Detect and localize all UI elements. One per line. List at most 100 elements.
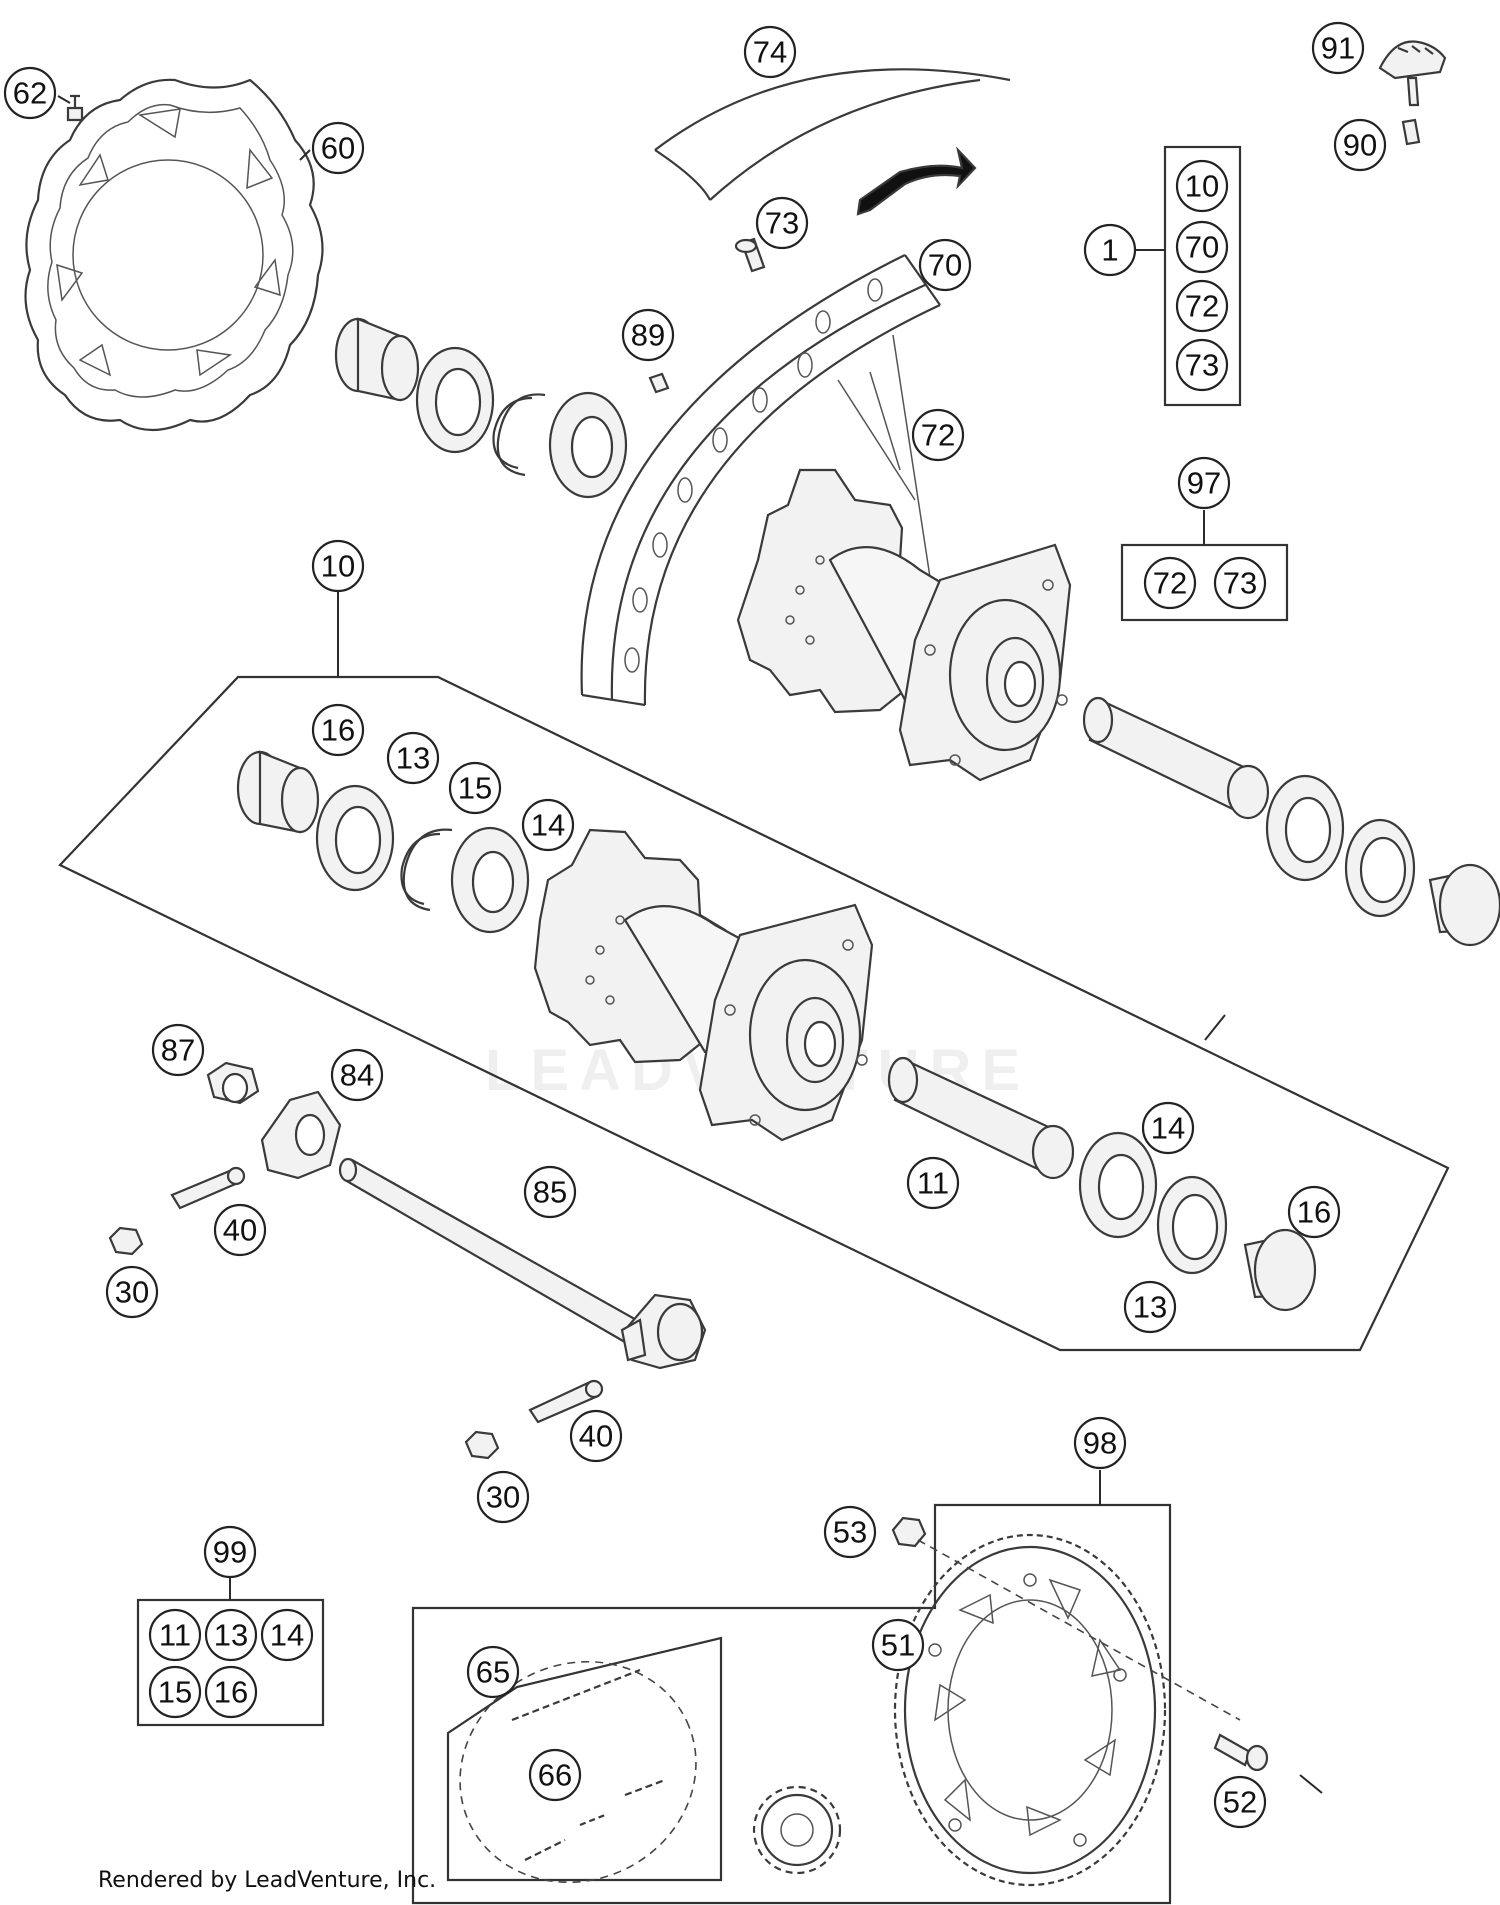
svg-text:14: 14 <box>531 808 565 843</box>
callout-72[interactable]: 72 <box>911 408 965 462</box>
callout-1-10[interactable]: 10 <box>1175 159 1229 213</box>
callout-14-lower[interactable]: 14 <box>1141 1101 1195 1155</box>
callout-40-lower[interactable]: 40 <box>569 1409 623 1463</box>
disc-screw <box>66 94 84 122</box>
svg-text:89: 89 <box>631 318 665 353</box>
callout-10[interactable]: 10 <box>311 539 365 593</box>
callout-14-upper[interactable]: 14 <box>521 798 575 852</box>
callout-90[interactable]: 90 <box>1333 118 1387 172</box>
adjuster-nut-upper <box>108 1226 144 1256</box>
svg-text:73: 73 <box>1185 348 1219 383</box>
callout-62[interactable]: 62 <box>3 66 57 120</box>
bearing-stack-lower-left <box>236 750 530 934</box>
callout-1-72[interactable]: 72 <box>1175 279 1229 333</box>
callout-73[interactable]: 73 <box>755 196 809 250</box>
svg-text:16: 16 <box>1297 1195 1331 1230</box>
callout-1-70[interactable]: 70 <box>1175 220 1229 274</box>
rotation-arrow-icon <box>856 146 977 216</box>
svg-text:87: 87 <box>161 1033 195 1068</box>
callout-98[interactable]: 98 <box>1073 1416 1127 1470</box>
svg-text:14: 14 <box>1151 1111 1185 1146</box>
callout-1[interactable]: 1 <box>1083 223 1137 277</box>
callout-16-lower[interactable]: 16 <box>1287 1185 1341 1239</box>
sprocket-kit-outline <box>411 1503 1172 1905</box>
svg-text:60: 60 <box>321 131 355 166</box>
svg-text:62: 62 <box>13 76 47 111</box>
callout-97-73[interactable]: 73 <box>1213 556 1267 610</box>
axle-nut-87 <box>206 1061 260 1105</box>
svg-text:70: 70 <box>1185 230 1219 265</box>
rim <box>580 254 941 707</box>
callout-74[interactable]: 74 <box>743 25 797 79</box>
callout-13-upper[interactable]: 13 <box>386 731 440 785</box>
svg-text:30: 30 <box>486 1480 520 1515</box>
hub-spacer <box>887 1056 1075 1180</box>
front-sprocket <box>752 1785 842 1875</box>
callout-97-72[interactable]: 72 <box>1143 556 1197 610</box>
chain-adjuster <box>260 1090 342 1180</box>
svg-text:97: 97 <box>1187 466 1221 501</box>
callout-87[interactable]: 87 <box>151 1023 205 1077</box>
svg-text:85: 85 <box>533 1175 567 1210</box>
svg-text:16: 16 <box>321 713 355 748</box>
callout-52[interactable]: 52 <box>1213 1775 1267 1829</box>
hub-assembly-lower <box>533 828 874 1142</box>
svg-text:74: 74 <box>753 35 787 70</box>
callout-99-16[interactable]: 16 <box>204 1665 258 1719</box>
svg-text:73: 73 <box>765 206 799 241</box>
rear-sprocket <box>893 1533 1167 1887</box>
callout-85[interactable]: 85 <box>523 1165 577 1219</box>
tire-valve <box>734 237 766 273</box>
callout-11[interactable]: 11 <box>906 1156 960 1210</box>
callout-70[interactable]: 70 <box>918 238 972 292</box>
callout-99-14[interactable]: 14 <box>260 1608 314 1662</box>
callout-65[interactable]: 65 <box>466 1645 520 1699</box>
callout-30-upper[interactable]: 30 <box>105 1265 159 1319</box>
svg-text:72: 72 <box>921 418 955 453</box>
callout-13-lower[interactable]: 13 <box>1123 1280 1177 1334</box>
svg-text:84: 84 <box>340 1058 374 1093</box>
svg-text:65: 65 <box>476 1655 510 1690</box>
callout-89[interactable]: 89 <box>621 308 675 362</box>
svg-text:15: 15 <box>158 1675 192 1710</box>
spoke-nipple <box>648 372 670 394</box>
callout-51[interactable]: 51 <box>871 1618 925 1672</box>
callout-16-upper[interactable]: 16 <box>311 703 365 757</box>
hub-assembly-upper <box>736 468 1072 782</box>
callout-40-upper[interactable]: 40 <box>213 1203 267 1257</box>
callout-84[interactable]: 84 <box>330 1048 384 1102</box>
callout-15[interactable]: 15 <box>448 761 502 815</box>
svg-text:91: 91 <box>1321 31 1355 66</box>
svg-text:73: 73 <box>1223 566 1257 601</box>
callout-91[interactable]: 91 <box>1311 21 1365 75</box>
svg-text:66: 66 <box>538 1758 572 1793</box>
svg-text:51: 51 <box>881 1628 915 1663</box>
svg-text:72: 72 <box>1185 289 1219 324</box>
bearing-stack-lower-right <box>1078 1131 1317 1312</box>
callout-53[interactable]: 53 <box>823 1505 877 1559</box>
spokes <box>837 334 936 611</box>
chain-loop <box>459 1660 697 1884</box>
callout-30-lower[interactable]: 30 <box>476 1470 530 1524</box>
callout-66[interactable]: 66 <box>528 1748 582 1802</box>
svg-text:1: 1 <box>1101 233 1118 268</box>
sprocket-nut <box>891 1516 927 1548</box>
callout-60[interactable]: 60 <box>311 121 365 175</box>
callout-1-73[interactable]: 73 <box>1175 338 1229 392</box>
svg-text:72: 72 <box>1153 566 1187 601</box>
svg-text:10: 10 <box>321 549 355 584</box>
svg-text:98: 98 <box>1083 1426 1117 1461</box>
callout-99-15[interactable]: 15 <box>148 1665 202 1719</box>
wheel-assembly-box <box>1163 145 1242 407</box>
svg-text:30: 30 <box>115 1275 149 1310</box>
callout-97[interactable]: 97 <box>1177 456 1231 510</box>
callout-99-11[interactable]: 11 <box>148 1608 202 1662</box>
callout-99-13[interactable]: 13 <box>204 1608 258 1662</box>
svg-text:13: 13 <box>396 741 430 776</box>
svg-text:16: 16 <box>214 1675 248 1710</box>
rim-lock-nut <box>1401 118 1421 146</box>
chain-links <box>524 1778 666 1861</box>
callout-99[interactable]: 99 <box>203 1525 257 1579</box>
tire-outline <box>654 68 1011 151</box>
